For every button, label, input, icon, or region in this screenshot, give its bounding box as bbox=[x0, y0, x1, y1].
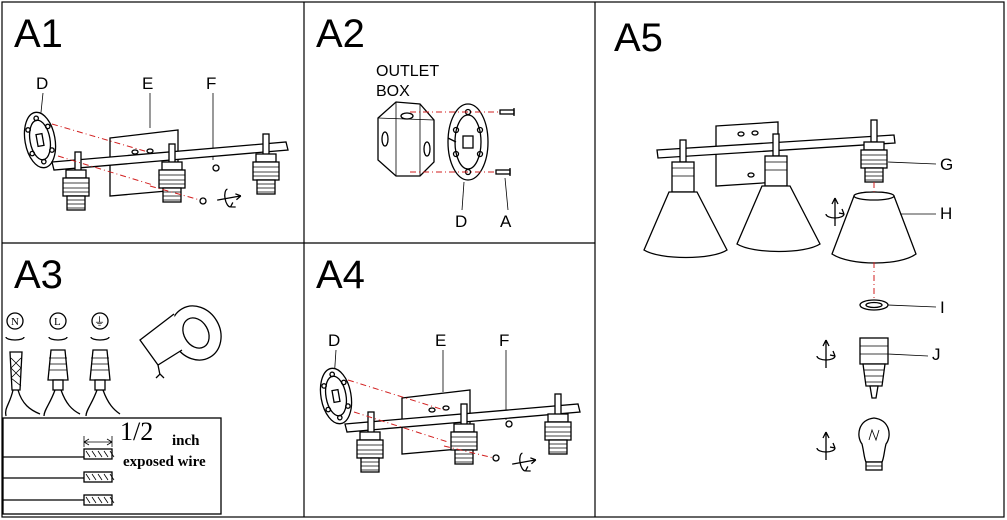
socket-g bbox=[860, 141, 888, 183]
mounting-plate-a2 bbox=[447, 103, 489, 181]
strip-length-caption: exposed wire bbox=[123, 454, 206, 470]
socket-j bbox=[859, 337, 889, 399]
ground-label: ⏚ bbox=[94, 315, 105, 328]
shade-left bbox=[643, 161, 728, 259]
box-label: BOX bbox=[376, 83, 410, 100]
neutral-symbol bbox=[6, 312, 24, 330]
shade-middle bbox=[736, 155, 821, 253]
shade-h bbox=[831, 191, 917, 264]
strip-length-fraction: 1/2 bbox=[120, 417, 153, 446]
panel-a1: A1 D E F bbox=[14, 12, 289, 211]
outlet-box bbox=[377, 101, 435, 177]
socket-a1-left bbox=[62, 169, 90, 211]
panel-a5-title: A5 bbox=[614, 16, 663, 60]
label-f: F bbox=[206, 74, 216, 93]
mounting-plate-a4 bbox=[315, 365, 357, 427]
socket-a4-right bbox=[544, 413, 572, 455]
twisted-wires-neutral bbox=[4, 351, 41, 417]
label-f-a4: F bbox=[499, 331, 509, 350]
neutral-label: N bbox=[11, 316, 19, 328]
wire-nut-ground bbox=[85, 349, 121, 417]
strip-length-unit: inch bbox=[172, 433, 200, 449]
rotate-arrow-icon bbox=[816, 339, 836, 369]
socket-a1-right bbox=[252, 153, 280, 195]
socket-a4-middle bbox=[450, 423, 478, 465]
rotate-arrow-icon bbox=[816, 431, 836, 461]
panel-a4-title: A4 bbox=[316, 253, 365, 297]
label-d: D bbox=[36, 74, 48, 93]
panel-a3: A3 N L ⏚ bbox=[2, 253, 222, 515]
panel-a4: A4 D E F bbox=[315, 253, 581, 475]
label-i: I bbox=[940, 298, 945, 317]
panel-a1-title: A1 bbox=[14, 12, 63, 56]
light-bulb-icon bbox=[858, 417, 890, 471]
socket-a4-left bbox=[356, 431, 384, 473]
socket-a1-middle bbox=[158, 161, 186, 203]
mounting-plate-a1 bbox=[19, 109, 61, 171]
label-h: H bbox=[940, 204, 952, 223]
ground-symbol bbox=[91, 312, 109, 330]
panel-a2-title: A2 bbox=[316, 12, 365, 56]
live-label: L bbox=[54, 316, 61, 328]
ring-i bbox=[859, 299, 889, 311]
wire-nut-live bbox=[43, 349, 81, 417]
label-d-a4: D bbox=[328, 331, 340, 350]
outlet-label: OUTLET bbox=[376, 63, 439, 80]
wire-strip-guide: 1/2 inch exposed wire bbox=[2, 417, 222, 515]
up-arrow-icon bbox=[825, 197, 845, 227]
label-a: A bbox=[500, 212, 512, 231]
electrical-tape-icon bbox=[139, 305, 222, 379]
panel-a3-title: A3 bbox=[14, 253, 63, 297]
label-g: G bbox=[940, 155, 953, 174]
label-j: J bbox=[932, 345, 941, 364]
label-e-a4: E bbox=[435, 331, 446, 350]
label-d-a2: D bbox=[455, 212, 467, 231]
screw-bottom bbox=[495, 168, 511, 176]
panel-a5: A5 G bbox=[614, 16, 953, 471]
label-e: E bbox=[142, 74, 153, 93]
rotate-arrow-icon bbox=[509, 450, 539, 475]
live-symbol bbox=[49, 312, 67, 330]
panel-a2: A2 OUTLET BOX bbox=[316, 12, 515, 231]
screw-top bbox=[499, 108, 515, 116]
rotate-arrow-icon bbox=[214, 186, 244, 211]
